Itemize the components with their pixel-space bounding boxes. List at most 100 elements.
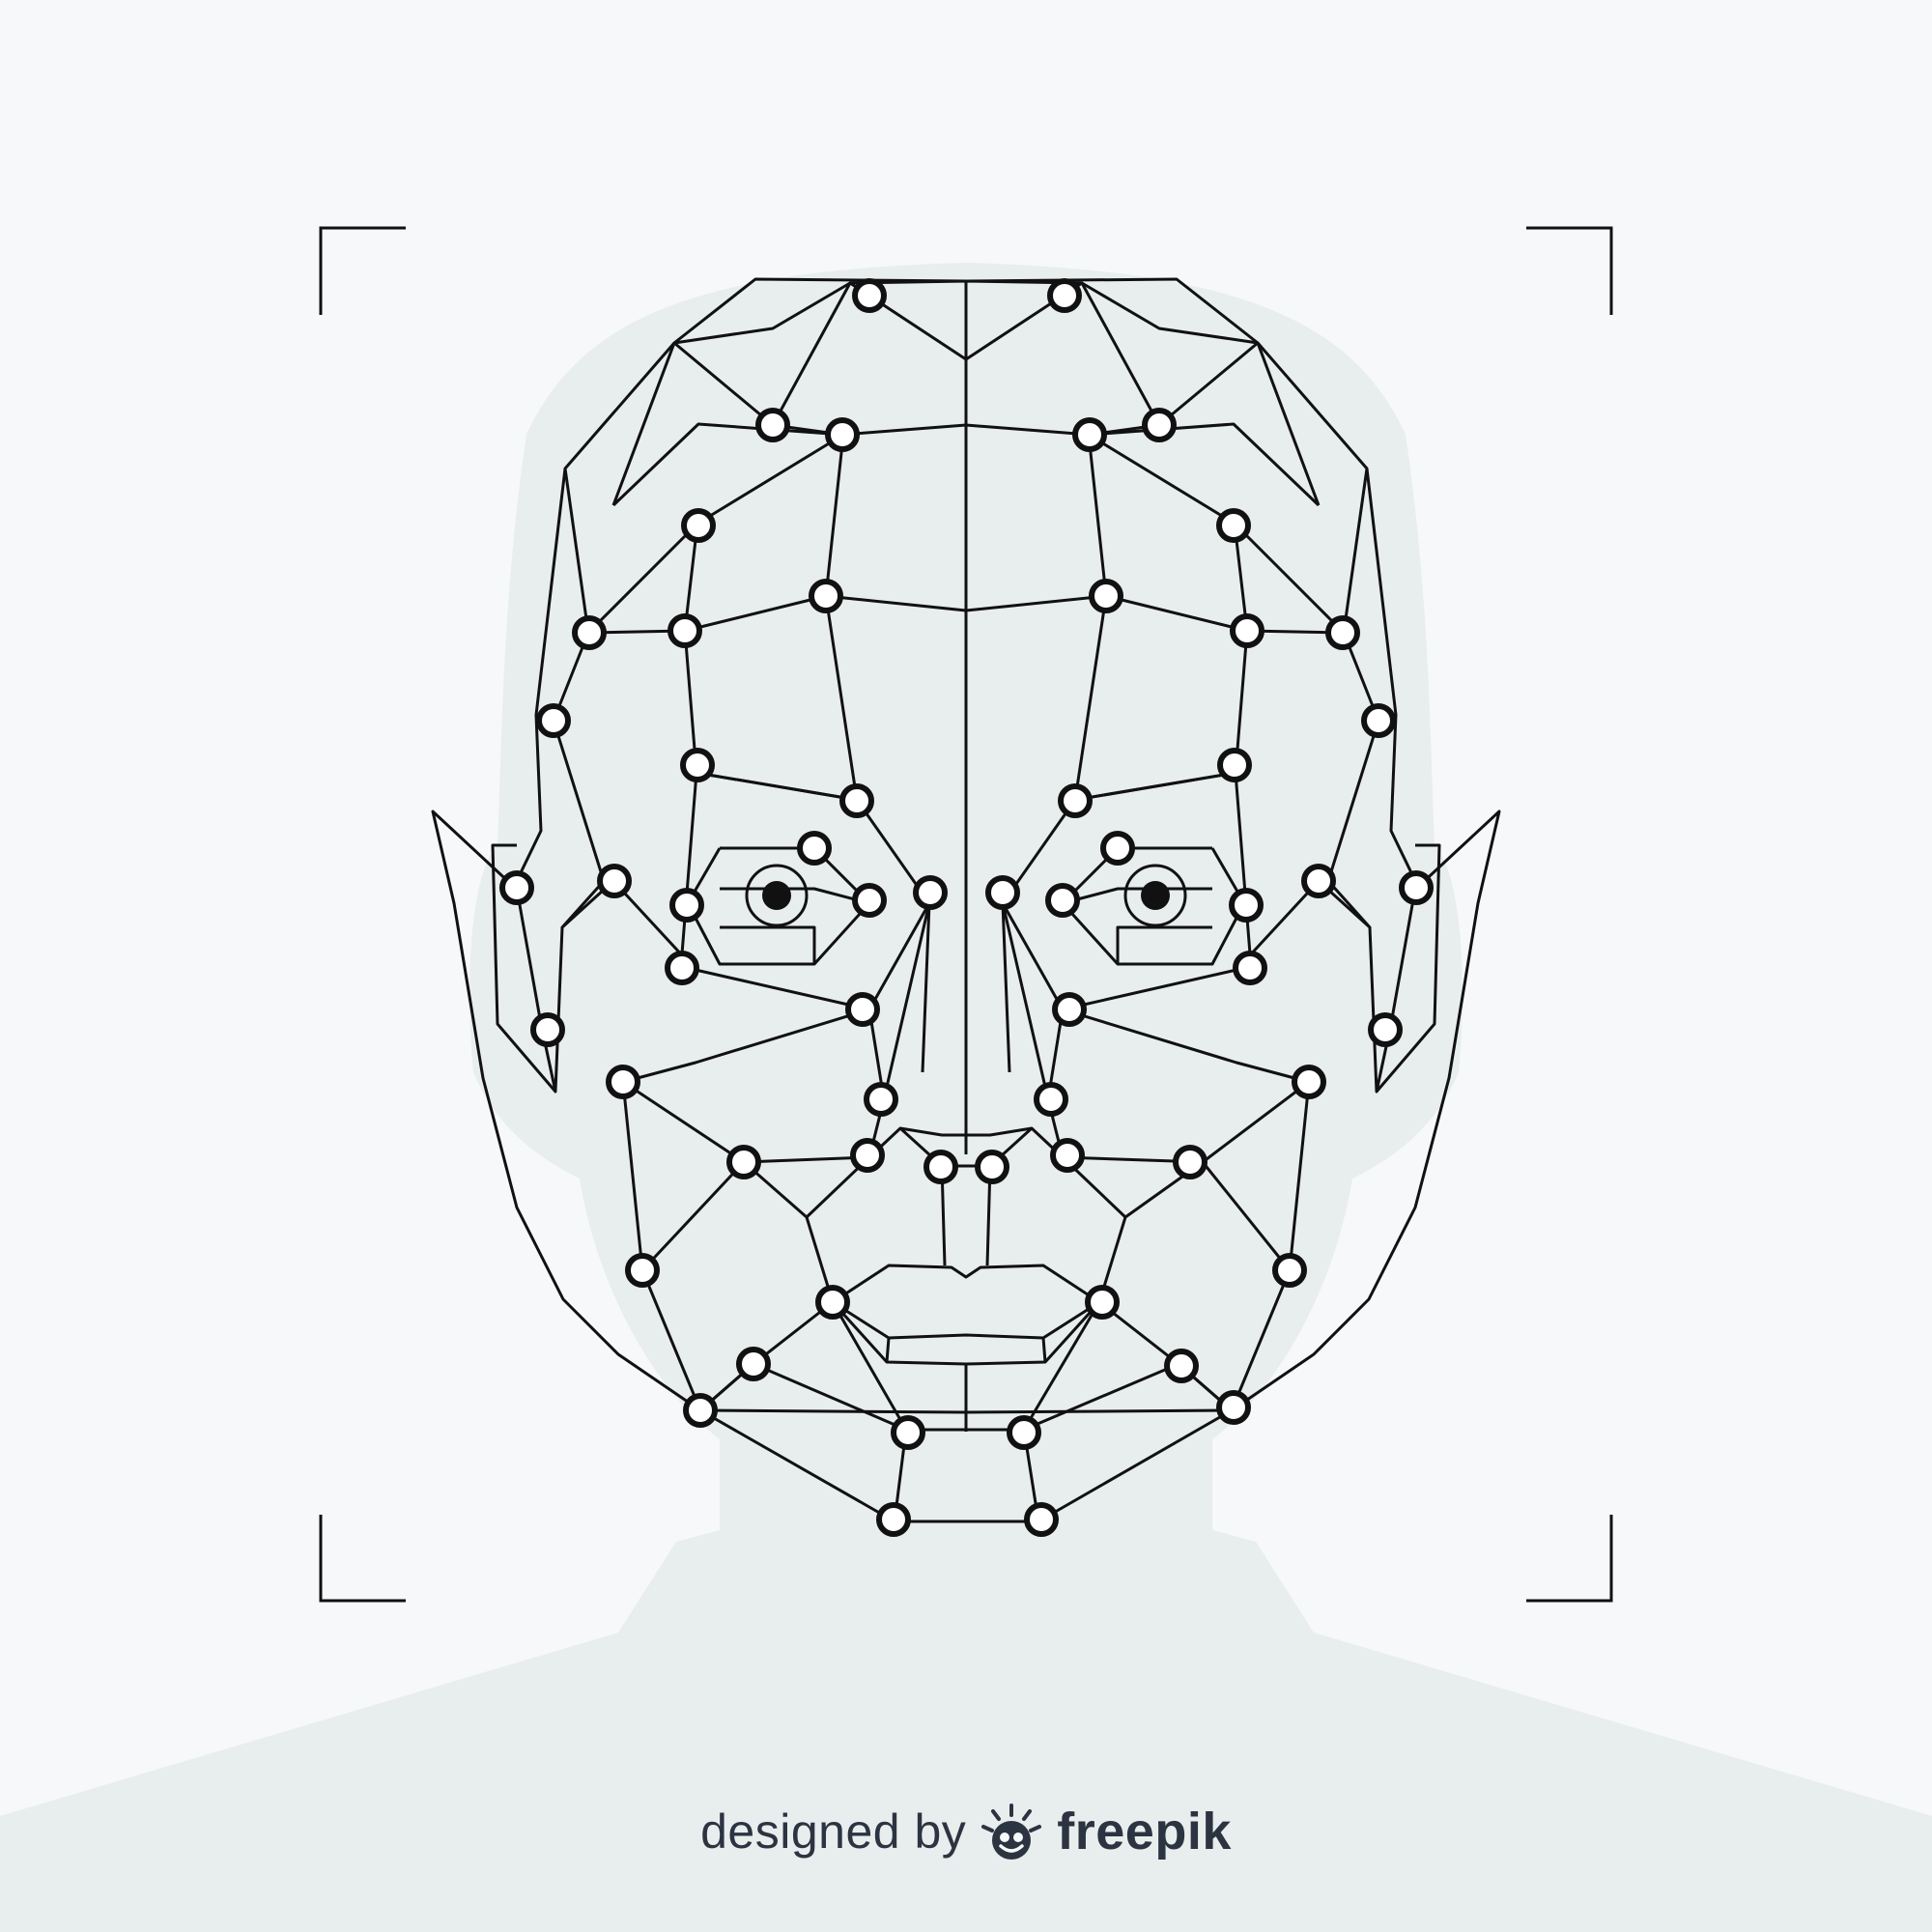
landmark-node-icon	[1164, 1349, 1199, 1383]
landmark-node-icon	[668, 613, 702, 648]
landmark-node-icon	[1272, 1253, 1307, 1288]
landmark-node-icon	[797, 831, 832, 866]
right-lip-edge	[1041, 1337, 1047, 1363]
landmark-node-icon	[1089, 579, 1123, 613]
landmark-node-icon	[1007, 1415, 1041, 1450]
landmark-node-icon	[1173, 1145, 1208, 1179]
right-chin-edge	[1023, 1362, 1179, 1432]
right-iris	[1123, 864, 1187, 927]
landmark-node-icon	[1045, 883, 1080, 918]
credit-brand: freepik	[1057, 1803, 1232, 1861]
corner-bracket-icon-bottom-right	[1526, 1515, 1613, 1603]
landmark-node-icon	[1217, 748, 1252, 782]
left-forehead-vertical	[824, 434, 845, 597]
corner-bracket-icon-top-left	[319, 226, 406, 315]
landmark-node-icon	[680, 748, 715, 782]
landmark-node-icon	[864, 1082, 898, 1117]
left-iris	[745, 864, 809, 927]
landmark-node-icon	[683, 1393, 718, 1428]
landmark-node-icon	[665, 951, 699, 985]
landmark-node-icon	[606, 1065, 640, 1099]
right-nose-inner	[1001, 902, 1011, 1073]
landmark-node-icon	[1301, 864, 1336, 898]
landmark-node-icon	[499, 870, 534, 905]
right-cheek-upper	[1062, 1008, 1310, 1084]
landmark-node-icon	[736, 1347, 771, 1381]
right-pupil	[1141, 881, 1170, 910]
attribution: designed by freepik	[0, 1793, 1932, 1870]
landmark-node-icon	[1072, 417, 1107, 452]
right-brow-top	[1088, 422, 1321, 507]
left-brow-top	[611, 422, 844, 507]
landmark-node-icon	[1368, 1012, 1403, 1047]
right-cheek-lower	[1046, 1080, 1310, 1164]
landmark-node-icon	[852, 883, 887, 918]
corner-bracket-icon-bottom-left	[319, 1515, 406, 1603]
landmark-node-icon	[1230, 613, 1264, 648]
freepik-logo-icon	[981, 1804, 1042, 1860]
landmark-node-icon	[755, 408, 790, 442]
landmark-node-icon	[850, 1138, 885, 1173]
nostrils	[898, 1126, 1034, 1168]
landmark-node-icon	[536, 703, 571, 738]
lip-line	[832, 1300, 1100, 1340]
left-brow-vertical	[824, 595, 859, 801]
landmark-node-icon	[825, 417, 860, 452]
landmark-node-icon	[985, 875, 1020, 910]
landmark-node-icon	[876, 1502, 911, 1537]
corner-bracket-icon-top-right	[1526, 226, 1613, 315]
landmark-node-icon	[726, 1145, 761, 1179]
landmark-node-icon	[923, 1150, 958, 1184]
landmark-node-icon	[975, 1150, 1009, 1184]
landmark-node-icon	[1216, 1390, 1251, 1425]
landmark-node-icon	[809, 579, 843, 613]
left-pupil	[762, 881, 791, 910]
eyes	[745, 864, 1187, 927]
landmark-node-icon	[1142, 408, 1177, 442]
landmark-node-icon	[1058, 783, 1093, 818]
crown-diamonds	[771, 281, 1161, 426]
upper-arch	[611, 341, 1321, 506]
scan-frame	[319, 226, 1613, 1603]
landmark-node-icon	[1325, 615, 1360, 650]
left-eye-lid	[720, 887, 870, 905]
credit-prefix: designed by	[700, 1804, 967, 1859]
landmark-node-icon	[891, 1415, 925, 1450]
left-cheek-upper	[622, 1008, 870, 1084]
landmark-node-icon	[1216, 508, 1251, 543]
landmark-node-icon	[852, 278, 887, 313]
left-jaw-bottom	[699, 1408, 895, 1523]
landmark-node-icon	[839, 783, 874, 818]
landmark-node-icon	[1052, 992, 1087, 1027]
right-forehead-vertical	[1087, 434, 1108, 597]
landmark-node-icon	[1047, 278, 1082, 313]
left-cheek-lower	[622, 1080, 886, 1164]
left-lip-edge	[885, 1337, 891, 1363]
landmark-nodes	[499, 278, 1434, 1537]
landmark-node-icon	[1233, 951, 1267, 985]
landmark-node-icon	[1050, 1138, 1085, 1173]
landmark-node-icon	[1100, 831, 1135, 866]
landmark-node-icon	[815, 1285, 850, 1320]
landmark-node-icon	[681, 508, 716, 543]
landmark-node-icon	[625, 1253, 660, 1288]
landmark-node-icon	[572, 615, 607, 650]
chin-base	[893, 1429, 1040, 1523]
head-outline	[431, 277, 1501, 1414]
right-brow-vertical	[1073, 595, 1108, 801]
landmark-node-icon	[1229, 888, 1264, 923]
landmark-node-icon	[1034, 1082, 1068, 1117]
left-eye-under	[720, 925, 816, 964]
right-jaw-bottom	[1037, 1408, 1233, 1523]
landmark-node-icon	[1024, 1502, 1059, 1537]
landmark-node-icon	[1292, 1065, 1326, 1099]
right-eye-lid	[1062, 887, 1212, 905]
chin-diamond	[831, 1301, 1101, 1432]
landmark-node-icon	[1085, 1285, 1120, 1320]
landmark-node-icon	[669, 888, 704, 923]
landmark-node-icon	[1399, 870, 1434, 905]
landmark-node-icon	[530, 1012, 565, 1047]
upper-lip	[832, 1264, 1100, 1304]
